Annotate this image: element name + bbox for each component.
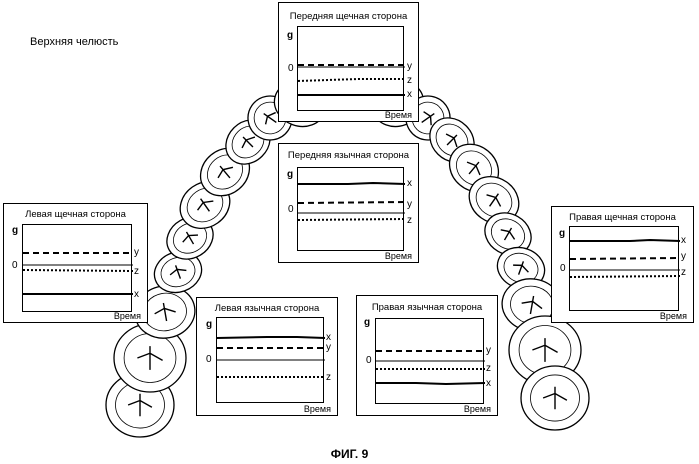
series-label-z: z <box>681 268 686 278</box>
zero-label: 0 <box>288 63 294 74</box>
zero-label: 0 <box>12 260 18 271</box>
series-label-z: z <box>486 364 491 374</box>
signal-traces <box>23 225 131 311</box>
signal-plot <box>216 317 324 403</box>
series-label-z: z <box>134 267 139 277</box>
panel-anterior-lingual: Передняя язычная сторона g 0 x y z Время <box>278 143 419 263</box>
panel-left-buccal: Левая щечная сторона g 0 y z x Время <box>3 203 148 323</box>
signal-traces <box>376 319 483 403</box>
series-label-x: x <box>681 236 686 246</box>
x-axis-label: Время <box>385 251 412 261</box>
x-axis-label: Время <box>304 404 331 414</box>
series-label-x: x <box>486 379 491 389</box>
panel-title: Передняя щечная сторона <box>279 11 418 22</box>
y-axis-label: g <box>364 317 370 328</box>
series-label-y: y <box>134 248 139 258</box>
panel-anterior-buccal: Передняя щечная сторона g 0 y z x Время <box>278 2 419 122</box>
signal-plot <box>297 26 404 111</box>
series-label-x: x <box>134 290 139 300</box>
panel-left-lingual: Левая язычная сторона g 0 x y z Время <box>196 297 338 416</box>
x-axis-label: Время <box>114 311 141 321</box>
signal-plot <box>297 167 404 251</box>
series-label-y: y <box>407 62 412 72</box>
y-axis-label: g <box>559 228 565 239</box>
series-label-z: z <box>326 373 331 383</box>
series-label-y: y <box>486 346 491 356</box>
signal-x-trace <box>570 240 680 241</box>
signal-y-trace <box>298 202 405 203</box>
signal-traces <box>298 168 403 250</box>
series-label-y: y <box>326 343 331 353</box>
series-label-x: x <box>407 90 412 100</box>
signal-traces <box>298 27 403 110</box>
x-axis-label: Время <box>464 404 491 414</box>
signal-z-trace <box>570 276 680 277</box>
signal-z-trace <box>298 219 405 220</box>
panel-right-buccal: Правая щечная сторона g 0 x y z Время <box>551 206 694 323</box>
series-label-y: y <box>407 200 412 210</box>
signal-z-trace <box>298 79 405 81</box>
x-axis-label: Время <box>660 311 687 321</box>
panel-title: Правая язычная сторона <box>357 302 497 313</box>
zero-label: 0 <box>560 263 566 274</box>
panel-title: Передняя язычная сторона <box>279 150 418 161</box>
signal-z-trace <box>23 270 133 271</box>
series-label-z: z <box>407 216 412 226</box>
series-label-y: y <box>681 252 686 262</box>
y-axis-label: g <box>287 169 293 180</box>
signal-y-trace <box>570 258 680 259</box>
y-axis-label: g <box>12 225 18 236</box>
signal-traces <box>570 227 678 310</box>
zero-label: 0 <box>288 204 294 215</box>
signal-x-trace <box>376 383 485 384</box>
zero-label: 0 <box>366 355 372 366</box>
signal-plot <box>375 318 484 404</box>
signal-plot <box>22 224 132 312</box>
y-axis-label: g <box>287 30 293 41</box>
tooth <box>521 366 589 430</box>
zero-label: 0 <box>206 354 212 365</box>
panel-title: Правая щечная сторона <box>552 212 693 223</box>
signal-plot <box>569 226 679 311</box>
series-label-z: z <box>407 76 412 86</box>
signal-traces <box>217 318 323 402</box>
signal-x-trace <box>298 183 405 184</box>
jaw-title: Верхняя челюсть <box>30 36 118 48</box>
panel-title: Левая щечная сторона <box>4 209 147 220</box>
signal-x-trace <box>217 337 325 338</box>
series-label-x: x <box>407 179 412 189</box>
y-axis-label: g <box>206 319 212 330</box>
figure-caption: ФИГ. 9 <box>0 447 699 461</box>
panel-right-lingual: Правая язычная сторона g 0 y z x Время <box>356 295 498 416</box>
x-axis-label: Время <box>385 110 412 120</box>
panel-title: Левая язычная сторона <box>197 303 337 314</box>
